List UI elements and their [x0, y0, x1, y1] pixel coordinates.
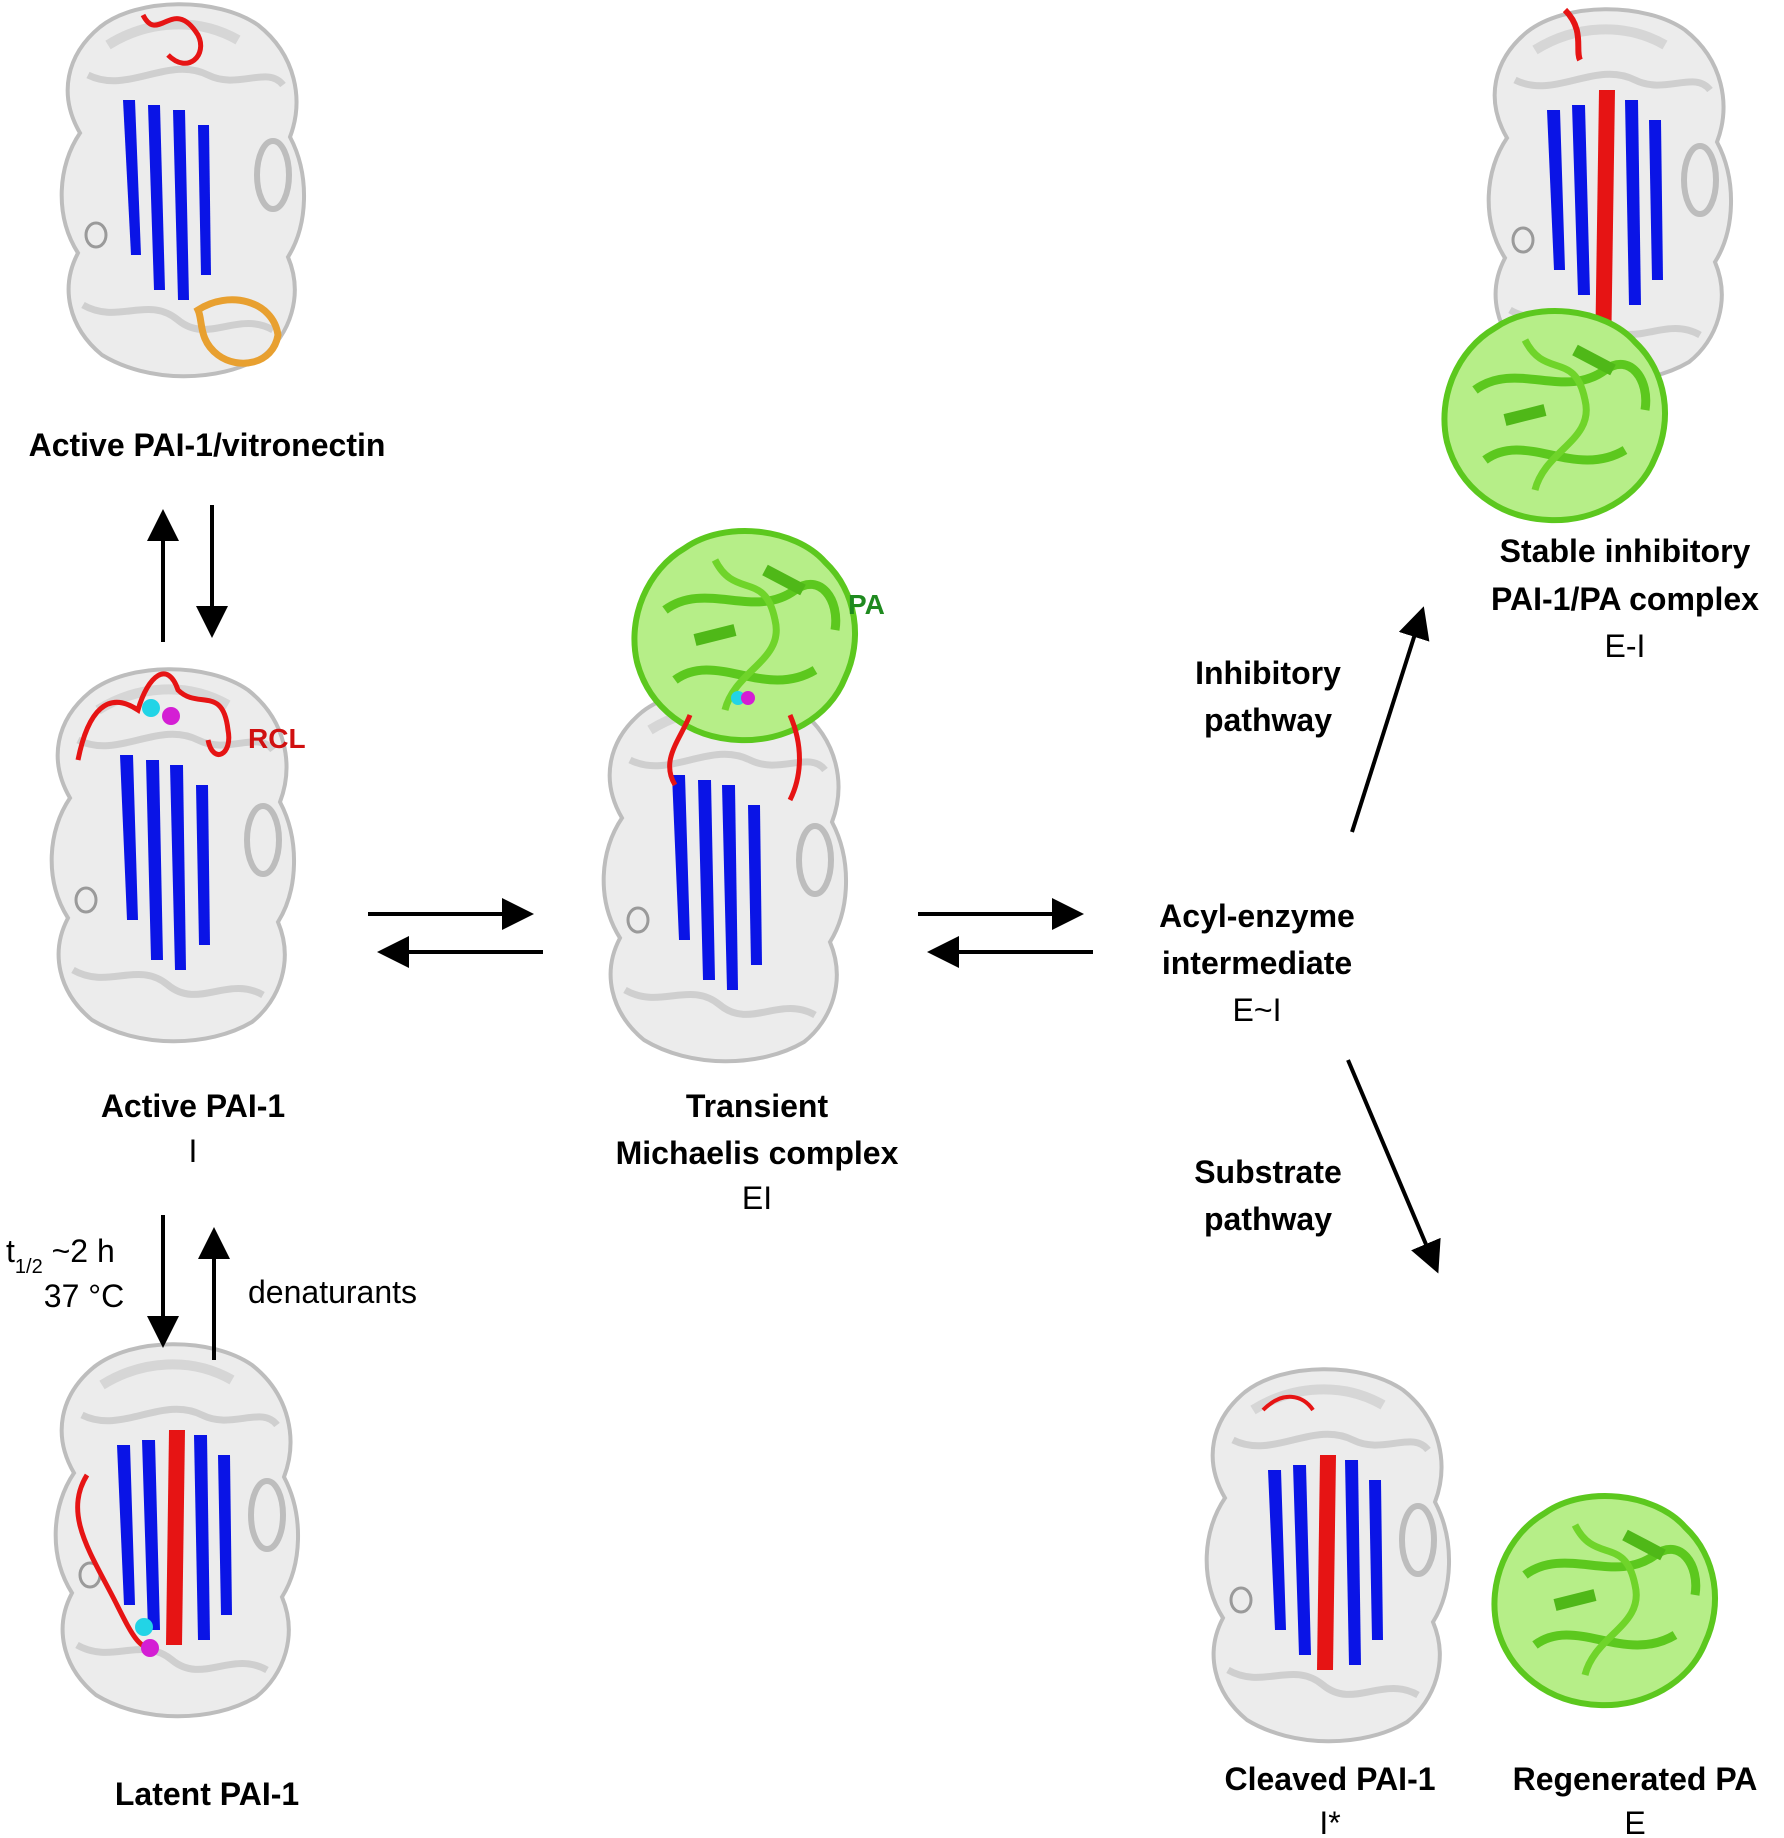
- vitronectin-complex-structure: [62, 4, 304, 376]
- reactive-center-loop: [75, 671, 232, 761]
- label-acyl-line2: intermediate: [1162, 945, 1352, 981]
- symbol-stable: E-I: [1605, 628, 1646, 664]
- protease-pa: [1444, 311, 1665, 520]
- symbol-active: I: [189, 1133, 198, 1169]
- label-rcl: RCL: [248, 723, 306, 754]
- label-cleaved: Cleaved PAI-1: [1224, 1761, 1435, 1797]
- magenta-sphere: [741, 691, 755, 705]
- label-regenerated: Regenerated PA: [1513, 1761, 1758, 1797]
- beta-sheet: [1547, 90, 1663, 360]
- cyan-sphere: [135, 1618, 153, 1636]
- magenta-sphere: [141, 1639, 159, 1657]
- label-stable-line1: Stable inhibitory: [1500, 533, 1751, 569]
- beta-sheet: [1268, 1455, 1383, 1670]
- arrow-inhibitory-pathway: [1350, 606, 1430, 833]
- beta-sheet: [117, 1430, 232, 1645]
- label-substrate-line2: pathway: [1204, 1201, 1332, 1237]
- label-stable-line2: PAI-1/PA complex: [1491, 581, 1759, 617]
- stable-complex-structure: [1444, 9, 1731, 520]
- reactive-center-loop: [667, 714, 802, 802]
- magenta-sphere: [162, 707, 180, 725]
- cyan-sphere: [142, 699, 160, 717]
- protease-pa: [634, 531, 855, 740]
- latent-pai1-structure: [56, 1344, 298, 1716]
- label-vitronectin: Active PAI-1/vitronectin: [29, 427, 386, 463]
- label-temperature: 37 °C: [44, 1278, 124, 1314]
- regenerated-pa-structure: [1494, 1496, 1715, 1705]
- label-denaturants: denaturants: [248, 1274, 417, 1310]
- vitronectin-domain: [193, 296, 282, 367]
- cyan-sphere: [731, 691, 745, 705]
- symbol-cleaved: I*: [1319, 1805, 1340, 1838]
- symbol-michaelis: EI: [742, 1180, 772, 1216]
- active-pai1-structure: [52, 669, 294, 1041]
- label-active: Active PAI-1: [101, 1088, 285, 1124]
- label-michaelis-line1: Transient: [686, 1088, 829, 1124]
- arrow-substrate-pathway: [1346, 1059, 1441, 1274]
- label-pa: PA: [848, 589, 885, 620]
- label-michaelis-line2: Michaelis complex: [616, 1135, 899, 1171]
- symbol-acyl: E~I: [1233, 992, 1282, 1028]
- beta-sheet: [123, 100, 211, 300]
- label-inhibitory-line2: pathway: [1204, 702, 1332, 738]
- label-latent: Latent PAI-1: [115, 1776, 299, 1812]
- beta-sheet: [120, 755, 210, 970]
- label-inhibitory-line1: Inhibitory: [1195, 655, 1341, 691]
- michaelis-complex-structure: [604, 531, 855, 1061]
- symbol-regenerated: E: [1624, 1805, 1645, 1838]
- beta-sheet: [672, 775, 762, 990]
- label-substrate-line1: Substrate: [1194, 1154, 1342, 1190]
- label-half-life: t1/2 ~2 h: [6, 1233, 115, 1278]
- reactive-center-loop: [140, 13, 204, 66]
- arrows: [147, 505, 1441, 1360]
- label-acyl-line1: Acyl-enzyme: [1159, 898, 1355, 934]
- cleaved-pai1-structure: [1207, 1369, 1449, 1741]
